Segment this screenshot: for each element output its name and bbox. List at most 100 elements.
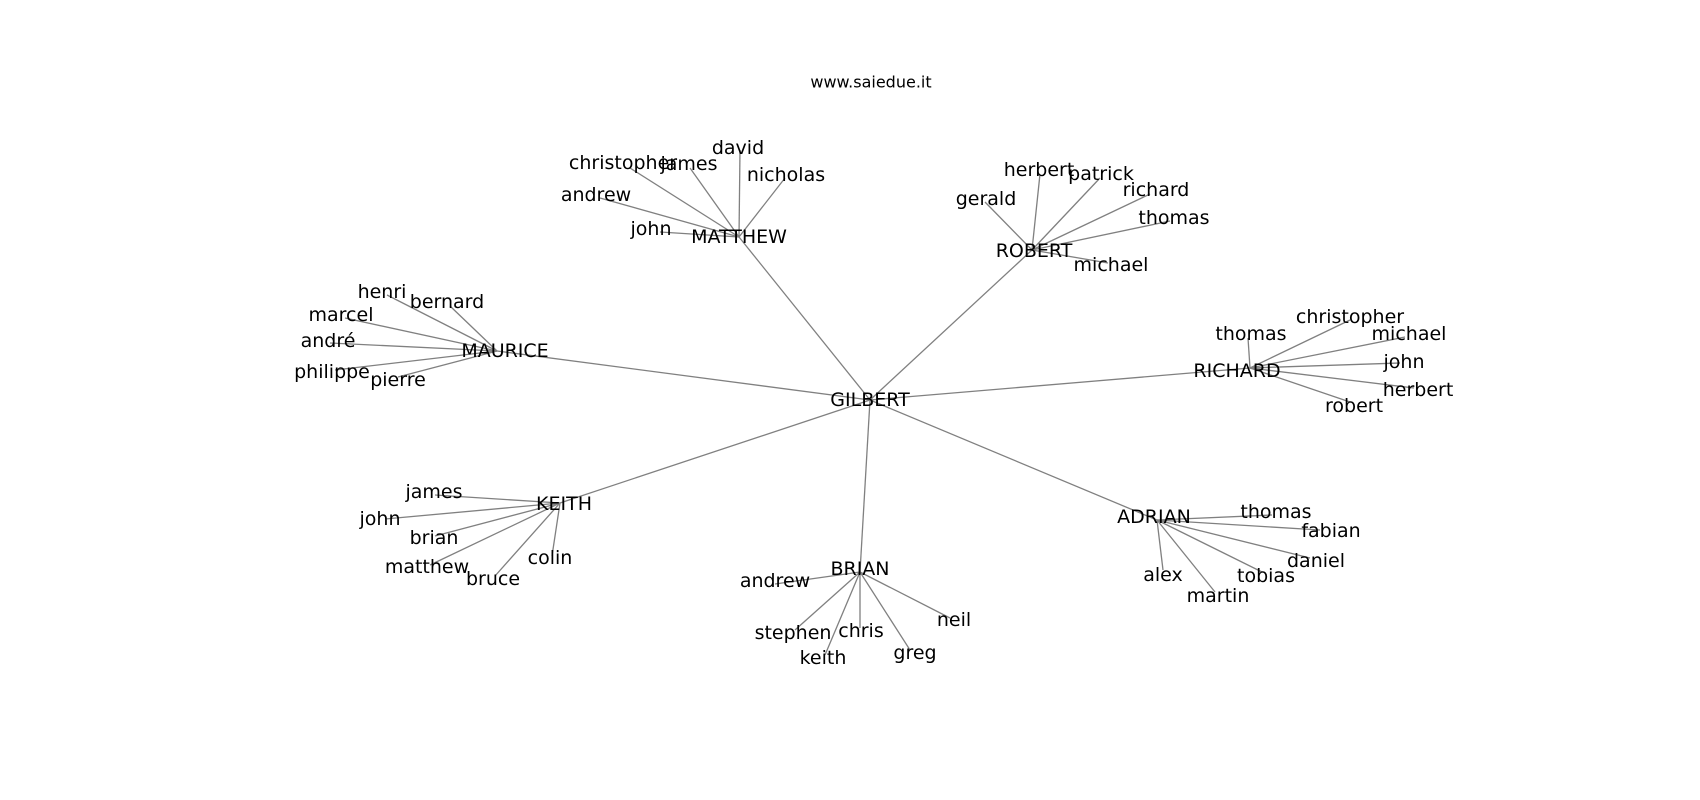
leaf-node-label: thomas <box>1215 323 1286 345</box>
edge-matthew-child-0 <box>629 167 740 238</box>
edge-matthew-child-1 <box>689 167 740 238</box>
leaf-node-label: martin <box>1187 585 1250 607</box>
leaf-node-label: thomas <box>1138 207 1209 229</box>
edge-keith-child-3 <box>429 502 561 566</box>
group-node-label: MAURICE <box>461 340 548 362</box>
edge-robert-child-2 <box>984 201 1033 251</box>
leaf-node-label: brian <box>410 527 459 549</box>
leaf-node-label: neil <box>937 609 971 631</box>
leaf-node-label: bernard <box>410 291 484 313</box>
edge-richard-child-2 <box>1249 336 1406 369</box>
leaf-node-label: michael <box>1372 323 1447 345</box>
leaf-node-label: nicholas <box>747 164 825 186</box>
edge-maurice-child-4 <box>334 350 498 371</box>
edge-robert-child-1 <box>1031 177 1101 251</box>
leaf-node-label: andré <box>301 330 356 352</box>
edge-keith-child-2 <box>434 502 561 537</box>
edges-layer <box>329 149 1415 656</box>
edge-brian-child-1 <box>794 571 861 631</box>
edge-matthew-child-2 <box>738 149 741 238</box>
edge-richard-child-3 <box>1249 362 1401 369</box>
edge-robert-child-3 <box>1031 193 1151 251</box>
edge-richard-child-4 <box>1249 367 1415 389</box>
labels-layer: GILBERTMATTHEWchristopherjamesdavidnicho… <box>294 137 1453 669</box>
leaf-node-label: james <box>404 481 462 503</box>
edge-adrian-child-5 <box>1156 519 1164 571</box>
edge-root-to-keith <box>559 399 871 504</box>
edge-matthew-child-4 <box>599 197 740 238</box>
leaf-node-label: james <box>659 153 717 175</box>
leaf-node-label: keith <box>800 647 847 669</box>
edge-richard-child-5 <box>1249 367 1351 403</box>
edge-richard-child-1 <box>1249 319 1351 369</box>
leaf-node-label: fabian <box>1301 520 1360 542</box>
edge-brian-child-5 <box>859 571 951 619</box>
edge-matthew-child-5 <box>659 231 740 238</box>
group-node-label: BRIAN <box>830 558 889 580</box>
site-caption: www.saiedue.it <box>810 73 931 92</box>
edge-root-to-maurice <box>496 350 871 401</box>
edge-maurice-child-2 <box>344 317 498 352</box>
leaf-node-label: philippe <box>294 361 370 383</box>
edge-maurice-child-0 <box>386 294 498 352</box>
leaf-node-label: alex <box>1143 564 1183 586</box>
edge-robert-child-0 <box>1031 173 1041 251</box>
edge-brian-child-2 <box>824 571 861 656</box>
edge-robert-child-5 <box>1031 249 1109 264</box>
leaf-node-label: andrew <box>740 570 810 592</box>
leaf-node-label: herbert <box>1004 159 1075 181</box>
leaf-node-label: thomas <box>1240 501 1311 523</box>
edge-maurice-child-5 <box>397 350 498 378</box>
edge-root-to-robert <box>869 249 1033 401</box>
edge-adrian-child-2 <box>1156 519 1311 559</box>
edge-maurice-child-1 <box>449 305 498 352</box>
edge-richard-child-0 <box>1247 337 1251 369</box>
edge-adrian-child-0 <box>1156 514 1273 521</box>
leaf-node-label: greg <box>893 642 936 664</box>
edge-adrian-child-1 <box>1156 519 1321 531</box>
leaf-node-label: john <box>1383 351 1425 373</box>
leaf-node-label: marcel <box>309 304 374 326</box>
leaf-node-label: john <box>359 508 401 530</box>
leaf-node-label: john <box>630 218 672 240</box>
leaf-node-label: henri <box>358 281 407 303</box>
leaf-node-label: daniel <box>1287 550 1345 572</box>
leaf-node-label: christopher <box>569 152 677 174</box>
group-node-label: ROBERT <box>996 240 1073 262</box>
group-node-label: RICHARD <box>1193 360 1280 382</box>
edge-maurice-child-3 <box>329 342 498 352</box>
leaf-node-label: matthew <box>385 556 469 578</box>
leaf-node-label: david <box>712 137 764 159</box>
edge-adrian-child-4 <box>1156 519 1216 593</box>
group-node-label: KEITH <box>536 493 592 515</box>
leaf-node-label: colin <box>528 547 573 569</box>
edge-keith-child-1 <box>384 502 561 520</box>
leaf-node-label: bruce <box>466 568 520 590</box>
leaf-node-label: pierre <box>370 369 426 391</box>
leaf-node-label: michael <box>1074 254 1149 276</box>
root-node-label: GILBERT <box>830 389 910 411</box>
edge-brian-child-0 <box>774 571 861 585</box>
edge-root-to-richard <box>869 367 1251 401</box>
leaf-node-label: patrick <box>1068 163 1134 185</box>
edge-adrian-child-3 <box>1156 519 1263 573</box>
edge-root-to-matthew <box>738 236 871 401</box>
leaf-node-label: christopher <box>1296 306 1404 328</box>
edge-robert-child-4 <box>1031 220 1171 251</box>
leaf-node-label: stephen <box>755 622 832 644</box>
edge-root-to-brian <box>859 399 871 573</box>
edge-matthew-child-3 <box>738 177 786 238</box>
edge-keith-child-5 <box>551 502 561 557</box>
edge-keith-child-0 <box>434 494 561 504</box>
leaf-node-label: gerald <box>956 188 1017 210</box>
leaf-node-label: robert <box>1325 395 1383 417</box>
leaf-node-label: andrew <box>561 184 631 206</box>
edge-keith-child-4 <box>494 502 561 577</box>
leaf-node-label: herbert <box>1383 379 1454 401</box>
leaf-node-label: tobias <box>1237 565 1295 587</box>
group-node-label: MATTHEW <box>691 226 787 248</box>
group-node-label: ADRIAN <box>1117 506 1191 528</box>
edge-brian-child-4 <box>859 571 911 651</box>
leaf-node-label: chris <box>838 620 883 642</box>
leaf-node-label: richard <box>1123 179 1190 201</box>
